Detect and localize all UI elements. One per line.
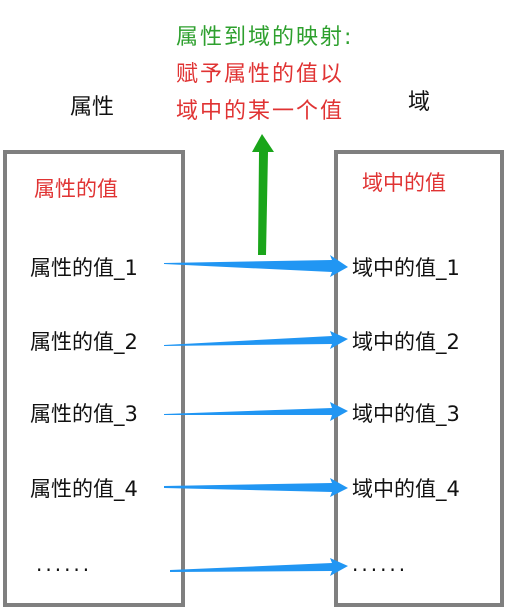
domain-value-3: 域中的值_3 (352, 402, 460, 426)
mapping-arrow-3 (164, 402, 348, 421)
attribute-values-ellipsis: ...... (36, 552, 93, 576)
mapping-description-line-2: 域中的某一个值 (176, 99, 345, 124)
domain-values-title: 域中的值 (362, 171, 446, 195)
attribute-value-3: 属性的值_3 (30, 402, 138, 426)
attribute-value-1: 属性的值_1 (30, 256, 138, 280)
mapping-title: 属性到域的映射: (176, 25, 354, 50)
mapping-arrow-2 (164, 331, 348, 349)
mapping-arrow-ellipsis (170, 558, 348, 576)
mapping-description-line-1: 赋予属性的值以 (176, 62, 345, 87)
domain-values-ellipsis: ...... (352, 552, 409, 576)
attribute-values-title: 属性的值 (34, 177, 118, 201)
domain-column-label: 域 (408, 90, 431, 115)
attribute-value-4: 属性的值_4 (30, 477, 138, 501)
attribute-value-2: 属性的值_2 (30, 330, 138, 354)
domain-value-4: 域中的值_4 (352, 477, 460, 501)
mapping-arrow-1 (164, 255, 348, 277)
mapping-arrow-4 (164, 478, 348, 497)
attribute-column-label: 属性 (70, 95, 115, 120)
domain-value-2: 域中的值_2 (352, 330, 460, 354)
domain-value-1: 域中的值_1 (352, 256, 460, 280)
green-up-arrow (252, 134, 274, 255)
attribute-values-box (3, 150, 185, 607)
domain-values-box (334, 150, 504, 607)
